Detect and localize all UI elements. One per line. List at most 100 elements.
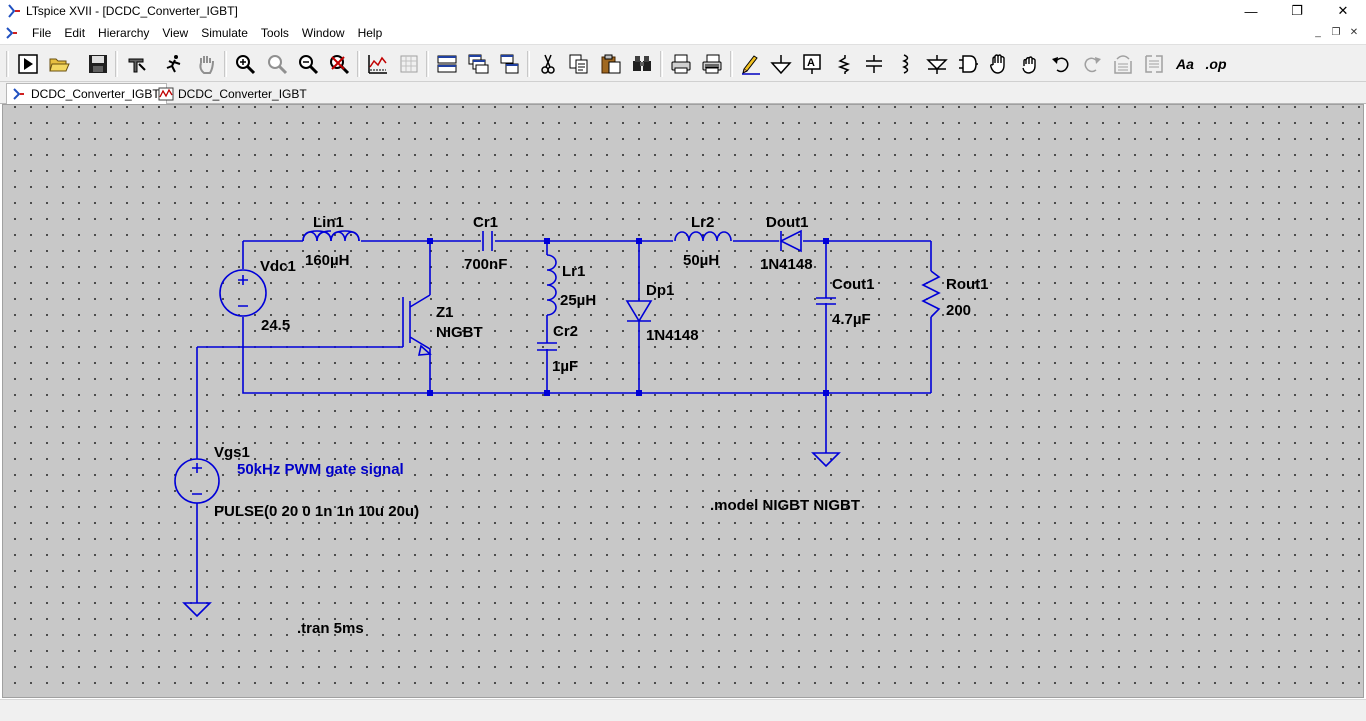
document-icon[interactable] bbox=[4, 25, 20, 41]
gate-signal-comment[interactable]: 50kHz PWM gate signal bbox=[237, 461, 404, 478]
lin1-name[interactable]: Lin1 bbox=[313, 214, 344, 231]
copy-button[interactable] bbox=[566, 51, 592, 77]
inductor-button[interactable] bbox=[892, 51, 918, 77]
vdc1-value[interactable]: 24.5 bbox=[261, 317, 290, 334]
capacitor-cr1[interactable] bbox=[482, 231, 493, 251]
ground-symbol[interactable] bbox=[182, 602, 212, 618]
halt-button[interactable] bbox=[161, 51, 187, 77]
lr1-value[interactable]: 25µH bbox=[560, 292, 596, 309]
spice-directive-button[interactable]: .op bbox=[1203, 51, 1229, 77]
doc-close-button[interactable]: ✕ bbox=[1349, 26, 1359, 38]
undo-button[interactable] bbox=[1048, 51, 1074, 77]
menu-view[interactable]: View bbox=[162, 25, 189, 40]
waveform-icon bbox=[158, 87, 174, 100]
model-directive[interactable]: .model NIGBT NIGBT bbox=[710, 497, 860, 514]
dout1-value[interactable]: 1N4148 bbox=[760, 256, 813, 273]
inductor-lr1[interactable] bbox=[546, 254, 557, 316]
cout1-name[interactable]: Cout1 bbox=[832, 276, 875, 293]
inductor-lin1[interactable] bbox=[302, 230, 360, 242]
dp1-name[interactable]: Dp1 bbox=[646, 282, 674, 299]
run-button[interactable] bbox=[15, 51, 41, 77]
tile-horizontal-button[interactable] bbox=[434, 51, 460, 77]
resistor-rout1[interactable] bbox=[921, 270, 941, 318]
label-net-button[interactable]: A bbox=[799, 51, 825, 77]
menu-tools[interactable]: Tools bbox=[260, 25, 289, 40]
dp1-value[interactable]: 1N4148 bbox=[646, 327, 699, 344]
rotate-button[interactable] bbox=[1110, 51, 1136, 77]
resistor-button[interactable] bbox=[830, 51, 856, 77]
rout1-value[interactable]: 200 bbox=[946, 302, 971, 319]
vgs1-value[interactable]: PULSE(0 20 0 1n 1n 10u 20u) bbox=[214, 503, 419, 520]
open-button[interactable] bbox=[46, 51, 72, 77]
save-button[interactable] bbox=[85, 51, 111, 77]
diode-dout1[interactable] bbox=[779, 229, 802, 253]
menu-help[interactable]: Help bbox=[357, 25, 383, 40]
close-button[interactable]: ✕ bbox=[1337, 3, 1349, 18]
menu-simulate[interactable]: Simulate bbox=[201, 25, 248, 40]
menu-window[interactable]: Window bbox=[301, 25, 345, 40]
paste-button[interactable] bbox=[598, 51, 624, 77]
menu-edit[interactable]: Edit bbox=[64, 25, 86, 40]
z1-name[interactable]: Z1 bbox=[436, 304, 454, 321]
toolbar-grip[interactable] bbox=[6, 51, 9, 77]
cut-button[interactable] bbox=[535, 51, 561, 77]
diode-dp1[interactable] bbox=[625, 300, 653, 323]
print-button[interactable] bbox=[668, 51, 694, 77]
lr1-name[interactable]: Lr1 bbox=[562, 263, 585, 280]
diode-button[interactable] bbox=[924, 51, 950, 77]
toolbar-separator bbox=[357, 51, 360, 77]
cascade-button[interactable] bbox=[465, 51, 491, 77]
cascade-icon bbox=[468, 54, 489, 74]
zoom-cancel-button[interactable] bbox=[326, 51, 352, 77]
lin1-value[interactable]: 160µH bbox=[305, 252, 350, 269]
igbt-z1[interactable] bbox=[402, 294, 432, 363]
ground-symbol[interactable] bbox=[811, 452, 841, 468]
text-button[interactable]: Aa bbox=[1172, 51, 1198, 77]
capacitor-cr2[interactable] bbox=[537, 342, 557, 351]
voltage-source-vgs1[interactable] bbox=[174, 458, 220, 504]
cout1-value[interactable]: 4.7µF bbox=[832, 311, 871, 328]
cr1-value[interactable]: 700nF bbox=[464, 256, 507, 273]
maximize-button[interactable]: ❐ bbox=[1291, 3, 1303, 18]
title-bar: LTspice XVII - [DCDC_Converter_IGBT] — ❐… bbox=[0, 0, 1366, 22]
control-panel-button[interactable] bbox=[123, 51, 149, 77]
cr2-name[interactable]: Cr2 bbox=[553, 323, 578, 340]
pan-button[interactable] bbox=[193, 51, 219, 77]
vdc1-name[interactable]: Vdc1 bbox=[260, 258, 296, 275]
ground-button[interactable] bbox=[768, 51, 794, 77]
zoom-in-button[interactable] bbox=[232, 51, 258, 77]
rout1-name[interactable]: Rout1 bbox=[946, 276, 989, 293]
mirror-button[interactable] bbox=[1141, 51, 1167, 77]
redo-button[interactable] bbox=[1079, 51, 1105, 77]
minimize-button[interactable]: — bbox=[1244, 3, 1258, 19]
drag-button[interactable] bbox=[1017, 51, 1043, 77]
menu-hierarchy[interactable]: Hierarchy bbox=[98, 25, 150, 40]
schematic-canvas[interactable]: Lin1 160µH Cr1 700nF Lr2 50µH Dout1 1N41… bbox=[2, 104, 1364, 698]
grid-button[interactable] bbox=[396, 51, 422, 77]
capacitor-button[interactable] bbox=[861, 51, 887, 77]
cr1-name[interactable]: Cr1 bbox=[473, 214, 498, 231]
lr2-name[interactable]: Lr2 bbox=[691, 214, 714, 231]
tran-directive[interactable]: .tran 5ms bbox=[297, 620, 364, 637]
lr2-value[interactable]: 50µH bbox=[683, 252, 719, 269]
tile-vertical-button[interactable] bbox=[496, 51, 522, 77]
dout1-name[interactable]: Dout1 bbox=[766, 214, 809, 231]
tab-waveform[interactable]: DCDC_Converter_IGBT bbox=[154, 83, 313, 104]
autorange-button[interactable] bbox=[365, 51, 391, 77]
cr2-value[interactable]: 1µF bbox=[552, 358, 578, 375]
voltage-source-vdc1[interactable] bbox=[219, 269, 267, 317]
z1-value[interactable]: NIGBT bbox=[436, 324, 483, 341]
capacitor-cout1[interactable] bbox=[816, 297, 836, 305]
menu-file[interactable]: File bbox=[32, 25, 52, 40]
doc-restore-button[interactable]: ❐ bbox=[1331, 26, 1341, 38]
vgs1-name[interactable]: Vgs1 bbox=[214, 444, 250, 461]
zoom-out-button[interactable] bbox=[295, 51, 321, 77]
find-button[interactable] bbox=[629, 51, 655, 77]
component-button[interactable] bbox=[955, 51, 981, 77]
doc-minimize-button[interactable]: _ bbox=[1315, 26, 1321, 38]
zoom-full-button[interactable] bbox=[264, 51, 290, 77]
wire-button[interactable] bbox=[738, 51, 764, 77]
inductor-lr2[interactable] bbox=[674, 231, 732, 242]
print-setup-button[interactable] bbox=[699, 51, 725, 77]
move-button[interactable] bbox=[986, 51, 1012, 77]
